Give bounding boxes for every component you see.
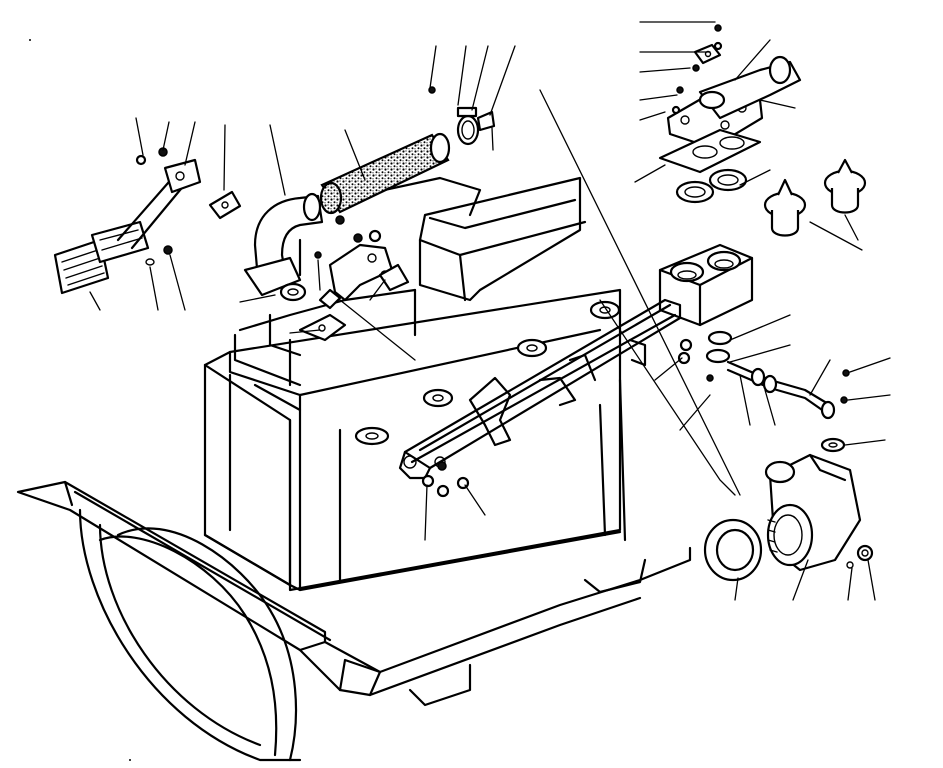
bypass-bracket — [298, 215, 410, 342]
water-manifold — [398, 243, 754, 480]
sensor-pipe — [677, 330, 850, 453]
leader-manifold-pump — [539, 89, 741, 496]
thermostats — [763, 158, 867, 237]
stray-dot — [129, 759, 131, 761]
coolant-hose — [319, 132, 451, 215]
stray-dot — [29, 39, 31, 41]
manifold-gaskets — [354, 300, 621, 446]
callout-leaders — [89, 21, 891, 601]
thermostat-seals — [675, 168, 748, 204]
heater-outlet-assembly — [53, 147, 242, 295]
thermostat-gasket — [658, 128, 762, 174]
water-pump — [764, 453, 874, 572]
manifold-bolts — [421, 461, 470, 498]
thermostat-housing — [666, 24, 802, 150]
elbow-pipe — [243, 192, 324, 302]
leader-manifold-outlet — [599, 299, 736, 496]
hose-clamp — [428, 86, 496, 146]
pump-gasket — [703, 518, 763, 582]
